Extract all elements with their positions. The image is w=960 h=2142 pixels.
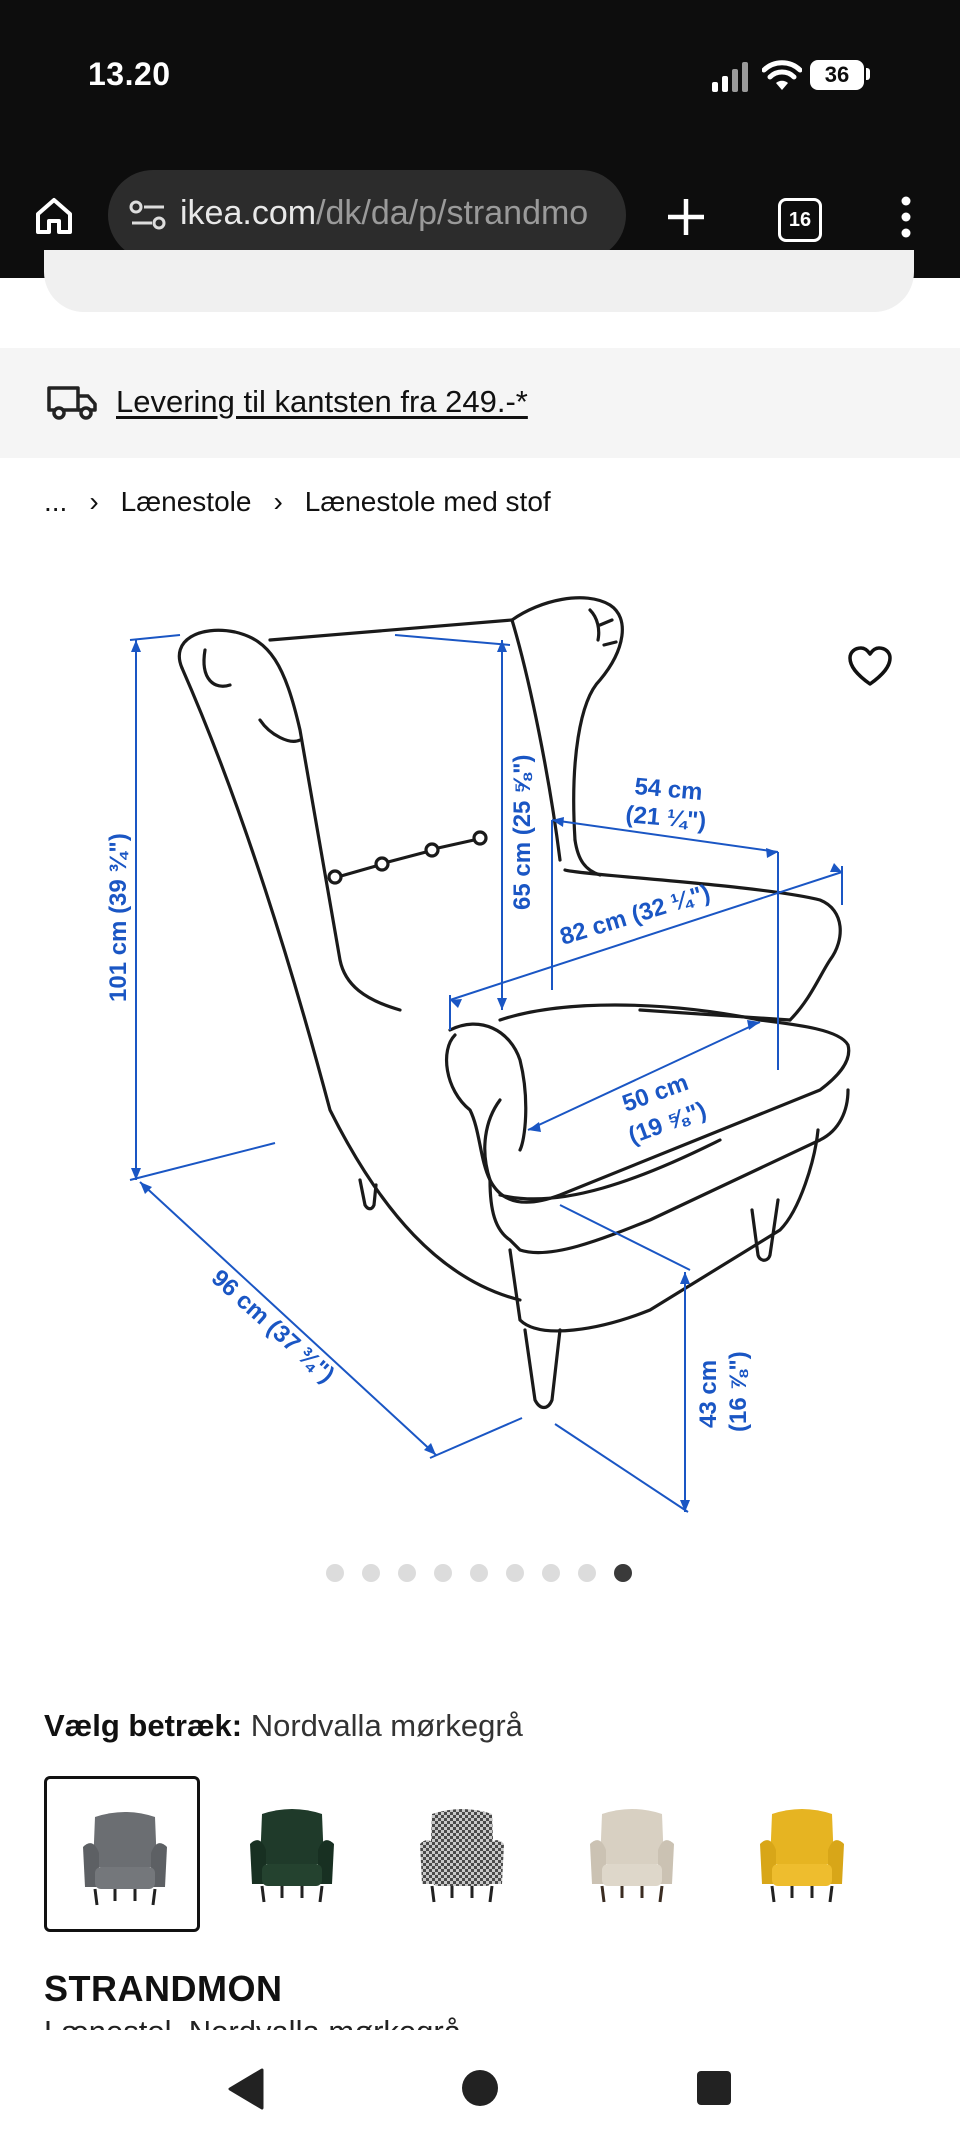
battery-nub [866,68,870,80]
breadcrumb-item-fabric-armchairs[interactable]: Lænestole med stof [304,486,551,517]
armchair-thumbnail [420,1809,504,1903]
tabs-icon[interactable]: 16 [778,198,822,242]
carousel-dots [326,1564,632,1584]
carousel-dot[interactable] [362,1564,380,1582]
breadcrumb-item-armchairs[interactable]: Lænestole [120,486,252,517]
dim-arm-width-label: 54 cm [633,773,703,806]
armchair-thumbnail [83,1812,167,1906]
carousel-dot[interactable] [326,1564,344,1582]
swatch-beige[interactable] [554,1776,710,1932]
carousel-dot[interactable] [398,1564,416,1582]
swatch-dark-green[interactable] [214,1776,370,1932]
search-field-remnant[interactable] [44,250,914,312]
status-time: 13.20 [88,56,171,92]
chevron-right-icon: › [273,486,283,517]
site-settings-icon[interactable] [128,198,168,232]
armchair-thumbnail [590,1809,674,1903]
product-subtitle-text: Lænestol, Nordvalla mørkegrå [44,2016,461,2032]
recents-icon[interactable] [696,2070,732,2106]
cover-label: Vælg betræk: [44,1708,243,1743]
breadcrumb-ellipsis[interactable]: ... [44,486,68,517]
armchair-thumbnail [760,1809,844,1903]
signal-icon [712,62,748,92]
home-icon[interactable] [32,194,76,238]
breadcrumb: ... › Lænestole › Lænestole med stof [44,486,551,518]
swatch-yellow[interactable] [724,1776,880,1932]
browser-toolbar: ikea.com/dk/da/p/strandmo 16 [0,160,960,278]
carousel-dot[interactable] [470,1564,488,1582]
product-dimension-image[interactable]: 101 cm (39 ¾") 65 cm (25 ⅝") 54 cm (21 ¼… [0,560,960,1560]
swatch-houndstooth[interactable] [384,1776,540,1932]
carousel-dot[interactable] [506,1564,524,1582]
url-path: /dk/da/p/strandmo [316,194,589,232]
url-bar[interactable]: ikea.com/dk/da/p/strandmo [108,170,626,260]
home-nav-icon[interactable] [460,2068,500,2108]
cover-selector-heading: Vælg betræk: Nordvalla mørkegrå [44,1708,523,1744]
back-icon[interactable] [226,2068,266,2110]
swatch-grey[interactable] [44,1776,200,1932]
carousel-dot[interactable] [434,1564,452,1582]
status-bar: 13.20 36 [0,0,960,160]
delivery-banner: Levering til kantsten fra 249.-* [0,348,960,458]
dim-arm-width-in-label: (21 ¼") [624,801,707,835]
dim-depth-label: 96 cm (37 ¾") [206,1264,340,1388]
status-icons: 36 [712,58,872,94]
product-subtitle: Lænestol, Nordvalla mørkegrå [44,2016,461,2032]
carousel-dot[interactable] [542,1564,560,1582]
product-name: STRANDMON [44,1968,283,2009]
cover-value: Nordvalla mørkegrå [250,1708,523,1743]
url-domain: ikea.com [180,194,317,232]
armchair-thumbnail [250,1809,334,1903]
url-text[interactable]: ikea.com/dk/da/p/strandmo [180,194,620,233]
wifi-icon [762,60,802,90]
cover-swatches [44,1776,924,1934]
dim-seat-height-label: 43 cm [695,1360,722,1428]
dim-height-label: 101 cm (39 ¾") [105,833,132,1002]
delivery-link[interactable]: Levering til kantsten fra 249.-* [116,384,528,419]
favorite-heart-icon[interactable] [846,644,894,688]
carousel-dot[interactable] [578,1564,596,1582]
dim-back-height-label: 65 cm (25 ⅝") [509,755,536,910]
truck-icon [47,386,97,420]
more-icon[interactable] [900,195,912,239]
carousel-dot-active[interactable] [614,1564,632,1582]
chevron-right-icon: › [89,486,99,517]
battery-icon: 36 [810,60,864,90]
new-tab-icon[interactable] [666,197,706,237]
dim-seat-height-in-label: (16 ⅞") [725,1351,752,1432]
system-nav-bar [0,2030,960,2142]
